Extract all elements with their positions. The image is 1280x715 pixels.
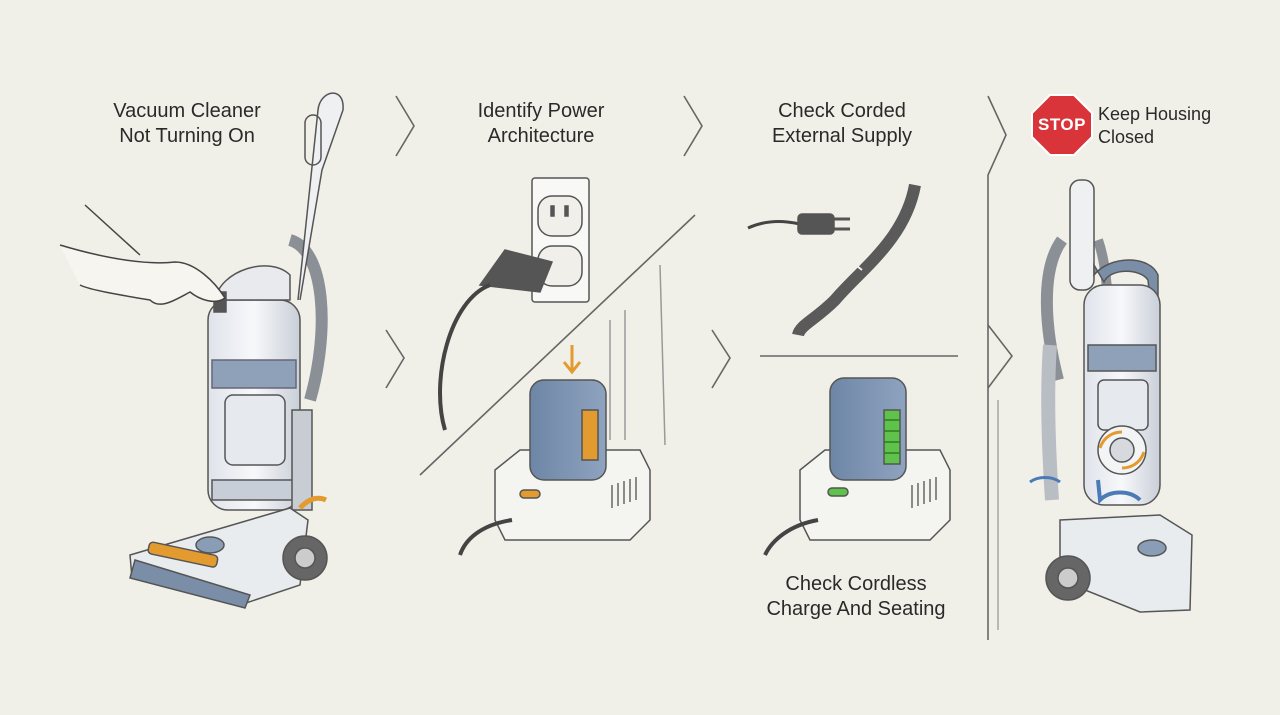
divider-chevron [987, 324, 1014, 389]
battery-charger-illustration [458, 264, 666, 556]
charged-battery-illustration [763, 377, 951, 556]
hand-illustration [59, 204, 227, 305]
step-label-start: Vacuum Cleaner Not Turning On [113, 100, 261, 147]
step-label-check-cordless: Check Cordless Charge And Seating [766, 573, 946, 620]
chevron-right-icon [385, 329, 405, 389]
stop-sign-icon [1031, 94, 1093, 156]
power-cord-illustration [747, 183, 921, 338]
chevron-right-icon [711, 329, 731, 389]
upright-vacuum-illustration [129, 92, 344, 609]
chevron-right-icon [395, 95, 415, 157]
vacuum-housing-illustration [1029, 179, 1193, 613]
wall-outlet-illustration [438, 177, 590, 431]
step-label-identify-power: Identify Power Architecture [477, 100, 605, 147]
divider-line [419, 214, 696, 476]
divider-chevron [987, 95, 1007, 640]
flow-arrows [385, 95, 1014, 640]
stop-sign: STOP [1032, 95, 1092, 155]
stop-sign-text: STOP [1038, 115, 1086, 134]
chevron-right-icon [683, 95, 703, 157]
step-label-check-corded: Check Corded External Supply [771, 100, 913, 147]
step-label-keep-housing-closed: Keep Housing Closed [1098, 104, 1212, 147]
